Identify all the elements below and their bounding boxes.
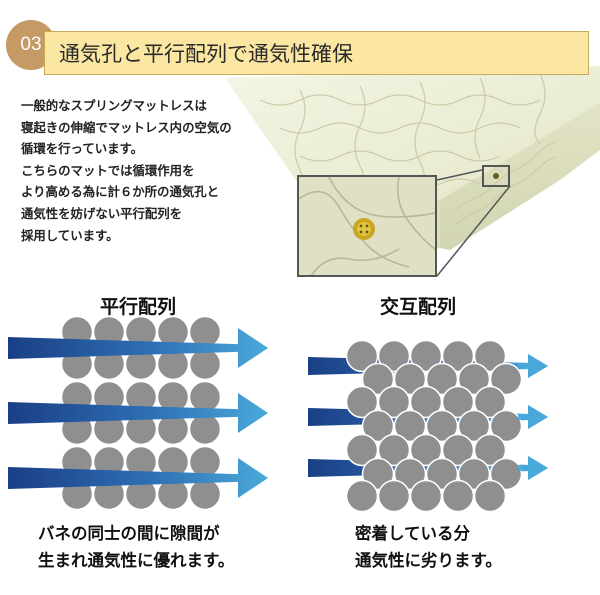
spring-coil	[441, 339, 475, 373]
spring-coil	[473, 433, 507, 467]
description-line: 寝起きの伸縮でマットレス内の空気の	[21, 119, 232, 135]
spring-coil	[409, 339, 443, 373]
description-line: こちらのマットでは循環作用を	[21, 162, 195, 178]
spring-coil	[489, 409, 523, 443]
spring-coil	[345, 339, 379, 373]
spring-coil	[473, 339, 507, 373]
description-text: 一般的なスプリングマットレスは 寝起きの伸縮でマットレス内の空気の 循環を行って…	[21, 95, 291, 246]
vent-highlight-box	[482, 165, 510, 187]
description-line: 循環を行っています。	[21, 141, 144, 157]
spring-coil	[441, 479, 475, 513]
spring-coil	[377, 385, 411, 419]
spring-coil	[457, 409, 491, 443]
parallel-heading: 平行配列	[100, 296, 177, 318]
description-line: 一般的なスプリングマットレスは	[21, 98, 207, 113]
spring-coil	[393, 457, 427, 491]
spring-coil	[473, 479, 507, 513]
spring-coil	[345, 385, 379, 419]
spring-coil	[425, 362, 459, 396]
vent-zoom-view	[297, 175, 437, 277]
spring-coil	[457, 457, 491, 491]
spring-coil	[345, 479, 379, 513]
parallel-arrangement-diagram	[8, 315, 268, 511]
spring-coil	[409, 385, 443, 419]
spring-coil	[361, 409, 395, 443]
airflow-arrow-tip	[518, 405, 548, 429]
caption-line: バネの同士の間に隙間が	[38, 524, 220, 543]
spring-coil	[457, 362, 491, 396]
spring-coil	[441, 433, 475, 467]
airflow-arrow-tip	[518, 456, 548, 480]
spring-coil	[425, 409, 459, 443]
spring-coil	[393, 362, 427, 396]
description-line: より高める為に計６か所の通気孔と	[21, 184, 220, 200]
description-line: 通気性を妨げない平行配列を	[21, 205, 183, 221]
section-title-bar: 通気孔と平行配列で通気性確保	[44, 31, 589, 75]
spring-coil	[441, 385, 475, 419]
spring-coil	[409, 479, 443, 513]
spring-coil	[473, 385, 507, 419]
spring-coil	[489, 362, 523, 396]
section-title: 通気孔と平行配列で通気性確保	[59, 42, 353, 66]
spring-coil	[393, 409, 427, 443]
spring-coil	[409, 433, 443, 467]
spring-coil	[425, 457, 459, 491]
spring-coil	[361, 457, 395, 491]
staggered-heading: 交互配列	[380, 296, 457, 318]
spring-coil	[377, 479, 411, 513]
caption-line: 通気性に劣ります。	[355, 551, 502, 570]
spring-coil	[361, 362, 395, 396]
section-number: 03	[20, 34, 42, 55]
spring-coil	[377, 433, 411, 467]
caption-line: 生まれ通気性に優れます。	[38, 551, 235, 570]
airflow-arrow	[8, 328, 268, 368]
caption-line: 密着している分	[355, 524, 471, 543]
spring-coil	[345, 433, 379, 467]
airflow-arrow	[8, 458, 268, 498]
description-line: 採用しています。	[21, 227, 119, 243]
staggered-caption: 密着している分 通気性に劣ります。	[355, 520, 502, 574]
spring-coil	[377, 339, 411, 373]
airflow-arrow	[8, 393, 268, 433]
spring-coil	[489, 457, 523, 491]
staggered-arrangement-diagram	[308, 339, 548, 513]
airflow-arrow-tip	[518, 354, 548, 378]
parallel-caption: バネの同士の間に隙間が 生まれ通気性に優れます。	[38, 520, 234, 574]
